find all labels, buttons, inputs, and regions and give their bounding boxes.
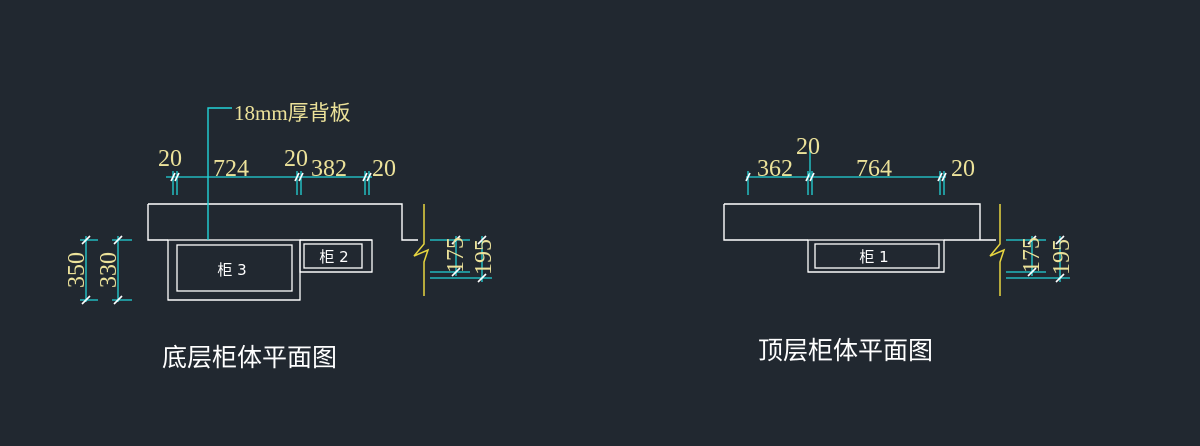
bottom-top-tick-4 [298, 172, 304, 182]
bottom-top-tick-6 [366, 172, 372, 182]
backboard-leader: 18mm厚背板 [207, 101, 351, 240]
dim-195-tick-bottom [477, 273, 487, 283]
bottom-wall-break-marker [413, 204, 430, 296]
top-plan: 柜 1 20 362 764 20 [723, 134, 1075, 365]
bottom-top-dimensions: 20 724 20 382 20 [158, 146, 396, 195]
bottom-dim-382: 382 [311, 156, 347, 182]
cabinet-1-inner [814, 243, 940, 269]
top-dim-362: 362 [757, 156, 793, 182]
cabinet-3: 柜 3 [167, 239, 301, 301]
dim-175-tick-top [451, 235, 461, 245]
top-dim-175-tick-top [1027, 235, 1037, 245]
bottom-right-dimensions: 175 195 [413, 204, 497, 296]
top-plan-title: 顶层柜体平面图 [758, 336, 933, 365]
top-dim-20-b: 20 [951, 156, 975, 182]
cabinet-3-label: 柜 3 [217, 261, 246, 279]
dim-350-tick-top [81, 235, 91, 245]
backboard-leader-line [207, 107, 232, 240]
bottom-top-tick-2 [174, 172, 180, 182]
top-top-tick-1 [745, 172, 751, 182]
backboard-note: 18mm厚背板 [234, 101, 351, 125]
dim-350-tick-bottom [81, 295, 91, 305]
cabinet-1: 柜 1 [807, 239, 945, 273]
top-wall-outline [723, 203, 996, 241]
bottom-dim-195: 195 [471, 239, 497, 275]
top-dim-175: 175 [1019, 237, 1045, 273]
top-dim-764: 764 [856, 156, 892, 182]
cabinet-1-label: 柜 1 [859, 248, 888, 266]
bottom-plan-title: 底层柜体平面图 [162, 343, 337, 372]
top-dim-175-tick-bottom [1027, 267, 1037, 277]
top-dim-195-tick-bottom [1055, 273, 1065, 283]
cabinet-2-inner [303, 243, 363, 269]
cabinet-2: 柜 2 [299, 239, 373, 273]
top-top-tick-5 [941, 172, 947, 182]
bottom-dim-20-b: 20 [284, 146, 308, 172]
bottom-dim-20-a: 20 [158, 146, 182, 172]
top-top-tick-3 [809, 172, 815, 182]
top-dim-195: 195 [1049, 239, 1075, 275]
top-wall-break-marker [989, 204, 1006, 296]
bottom-dim-330: 330 [96, 252, 122, 288]
bottom-top-tick-5 [362, 172, 368, 182]
dim-175-tick-bottom [451, 267, 461, 277]
bottom-plan: 柜 3 柜 2 18mm厚背板 20 724 [64, 101, 497, 372]
bottom-dim-20-c: 20 [372, 156, 396, 182]
top-top-tick-2 [805, 172, 811, 182]
bottom-dim-175: 175 [443, 237, 469, 273]
dim-330-tick-bottom [113, 295, 123, 305]
top-right-dimensions: 175 195 [989, 204, 1075, 296]
bottom-wall-outline [147, 203, 418, 241]
cabinet-3-inner [176, 244, 293, 292]
bottom-dim-724: 724 [213, 156, 249, 182]
dim-195-tick-top [477, 235, 487, 245]
top-dim-195-tick-top [1055, 235, 1065, 245]
top-top-dimensions: 20 362 764 20 [745, 134, 975, 195]
top-top-tick-4 [937, 172, 943, 182]
bottom-dim-350: 350 [64, 252, 90, 288]
cabinet-2-label: 柜 2 [319, 248, 348, 266]
bottom-left-dimensions: 350 330 [64, 235, 132, 305]
bottom-top-tick-3 [294, 172, 300, 182]
bottom-top-tick-1 [170, 172, 176, 182]
top-dim-20-a: 20 [796, 134, 820, 160]
dim-330-tick-top [113, 235, 123, 245]
